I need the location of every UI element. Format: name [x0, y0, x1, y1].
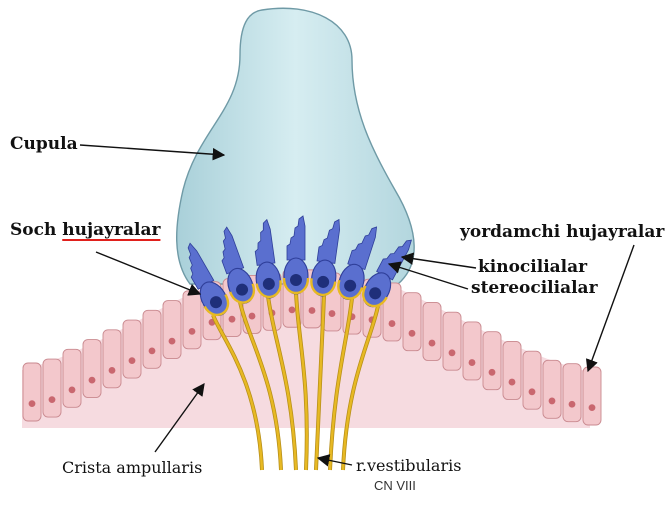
- cell-nucleus: [29, 400, 36, 407]
- cell-nucleus: [489, 369, 496, 376]
- arrow-kinocilialar: [402, 257, 476, 268]
- cell-nucleus: [469, 359, 476, 366]
- cell-nucleus: [149, 347, 156, 354]
- epithelial-cell: [403, 293, 421, 351]
- cell-nucleus: [289, 306, 296, 313]
- epithelial-cell: [123, 320, 141, 378]
- cell-nucleus: [569, 401, 576, 408]
- label-yordamchi-hujayralar: yordamchi hujayralar: [460, 224, 664, 241]
- cell-nucleus: [89, 377, 96, 384]
- epithelial-cell: [523, 351, 541, 409]
- label-soch-word: Soch: [10, 220, 56, 240]
- cell-nucleus: [589, 404, 596, 411]
- epithelial-cell: [183, 291, 201, 349]
- epithelial-cell: [583, 367, 601, 425]
- epithelial-cell: [143, 310, 161, 368]
- epithelial-cell: [23, 363, 41, 421]
- epithelial-cell: [503, 341, 521, 399]
- label-r-vestibularis: r.vestibularis: [356, 458, 461, 474]
- cell-nucleus: [509, 379, 516, 386]
- epithelial-cell: [423, 302, 441, 360]
- cell-nucleus: [109, 367, 116, 374]
- epithelial-cell: [43, 359, 61, 417]
- cell-nucleus: [389, 320, 396, 327]
- cell-nucleus: [429, 340, 436, 347]
- epithelial-cell: [443, 312, 461, 370]
- cell-nucleus: [449, 349, 456, 356]
- cell-nucleus: [49, 396, 56, 403]
- label-cn-viii: CN VIII: [374, 479, 416, 492]
- cell-nucleus: [329, 310, 336, 317]
- label-soch-underlined: hujayralar: [62, 220, 160, 240]
- arrow-yordamchi: [588, 245, 634, 371]
- cell-nucleus: [229, 316, 236, 323]
- epithelial-cell: [83, 340, 101, 398]
- hair-cell-nucleus: [290, 274, 302, 286]
- cell-nucleus: [309, 307, 316, 314]
- label-stereocilialar: stereocilialar: [471, 280, 598, 297]
- cell-nucleus: [529, 388, 536, 395]
- label-cupula: Cupula: [10, 136, 78, 153]
- label-crista-ampullaris: Crista ampullaris: [62, 460, 202, 476]
- epithelial-cell: [463, 322, 481, 380]
- epithelial-cell: [63, 349, 81, 407]
- arrow-vestibularis: [318, 458, 352, 465]
- cell-nucleus: [169, 338, 176, 345]
- epithelial-cell: [103, 330, 121, 388]
- epithelial-cell: [563, 364, 581, 422]
- cell-nucleus: [129, 357, 136, 364]
- cell-nucleus: [189, 328, 196, 335]
- cell-nucleus: [549, 398, 556, 405]
- cell-nucleus: [249, 313, 256, 320]
- cell-nucleus: [69, 386, 76, 393]
- label-kinocilialar: kinocilialar: [478, 259, 587, 276]
- epithelial-cell: [163, 301, 181, 359]
- epithelial-cell: [483, 332, 501, 390]
- epithelial-cell: [543, 360, 561, 418]
- cell-nucleus: [409, 330, 416, 337]
- label-soch-hujayralar: Soch hujayralar: [10, 222, 160, 239]
